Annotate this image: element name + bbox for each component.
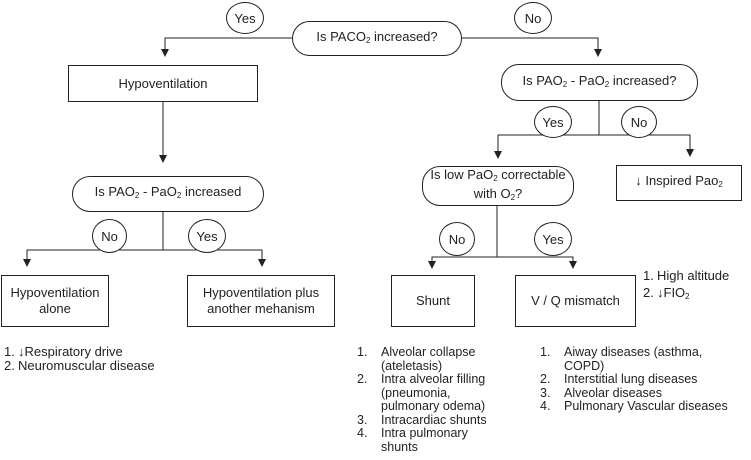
answer-yes-right: Yes <box>534 106 572 138</box>
list-item: (ateletasis) <box>381 358 443 373</box>
edge-aa-right-yes <box>494 134 599 159</box>
edge-correct-yes <box>497 256 577 269</box>
list-item: 1.↓Respiratory drive <box>4 344 123 359</box>
list-altitude-causes: 1.High altitude 2.↓FIO2 <box>643 267 729 305</box>
list-vq-causes: 1.Aiway diseases (asthma, COPD) 2.Inters… <box>540 345 728 414</box>
edge-root-yes <box>161 37 292 57</box>
answer-no-right: No <box>621 106 657 138</box>
list-item: 1.High altitude <box>643 268 730 283</box>
answer-yes-top: Yes <box>226 2 264 34</box>
list-item: 2.Neuromuscular disease <box>4 358 155 373</box>
edge-aa-left-no <box>23 249 163 267</box>
list-item: 3.Intracardiac shunts <box>357 412 487 427</box>
node-paco2-increased: Is PACO2 increased? <box>292 21 462 56</box>
list-item: 1.Aiway diseases (asthma, <box>540 345 703 359</box>
list-item: 2.Intra alveolar filling <box>357 372 486 386</box>
node-vq-mismatch: V / Q mismatch <box>515 275 636 327</box>
list-item: 4.Intra pulmonary <box>357 426 468 440</box>
edge-root-no <box>462 37 602 57</box>
list-item: COPD) <box>564 358 605 373</box>
answer-yes-correctable: Yes <box>534 222 572 256</box>
node-inspired-pao2: ↓ Inspired Pao2 <box>616 165 742 201</box>
list-item: shunts <box>381 439 418 454</box>
edge-aa-right-no <box>599 134 694 157</box>
list-hypoventilation-causes: 1.↓Respiratory drive 2.Neuromuscular dis… <box>4 345 155 373</box>
node-aa-gradient-left: Is PAO2 - PaO2 increased <box>72 176 264 212</box>
list-item: 2.Interstitial lung diseases <box>540 372 698 386</box>
answer-yes-left: Yes <box>188 219 226 253</box>
list-shunt-causes: 1.Alveolar collapse (ateletasis) 2.Intra… <box>357 345 487 454</box>
answer-no-correctable: No <box>439 222 475 256</box>
list-item: pulmonary odema) <box>381 399 486 413</box>
list-item: (pneumonia, <box>381 385 451 400</box>
edge-aa-left-yes <box>163 249 266 267</box>
node-aa-gradient-right: Is PAO2 - PaO2 increased? <box>501 64 698 101</box>
answer-no-left: No <box>92 219 127 253</box>
node-hypoventilation: Hypoventilation <box>68 65 258 102</box>
list-item: 2.↓FIO2 <box>643 285 690 301</box>
list-item: 3.Alveolar diseases <box>540 385 662 400</box>
answer-no-top: No <box>514 2 552 34</box>
list-item: 4.Pulmonary Vascular diseases <box>540 399 728 413</box>
node-shunt: Shunt <box>391 275 475 327</box>
list-item: 1.Alveolar collapse <box>357 345 476 359</box>
edge-correct-no <box>428 256 497 269</box>
